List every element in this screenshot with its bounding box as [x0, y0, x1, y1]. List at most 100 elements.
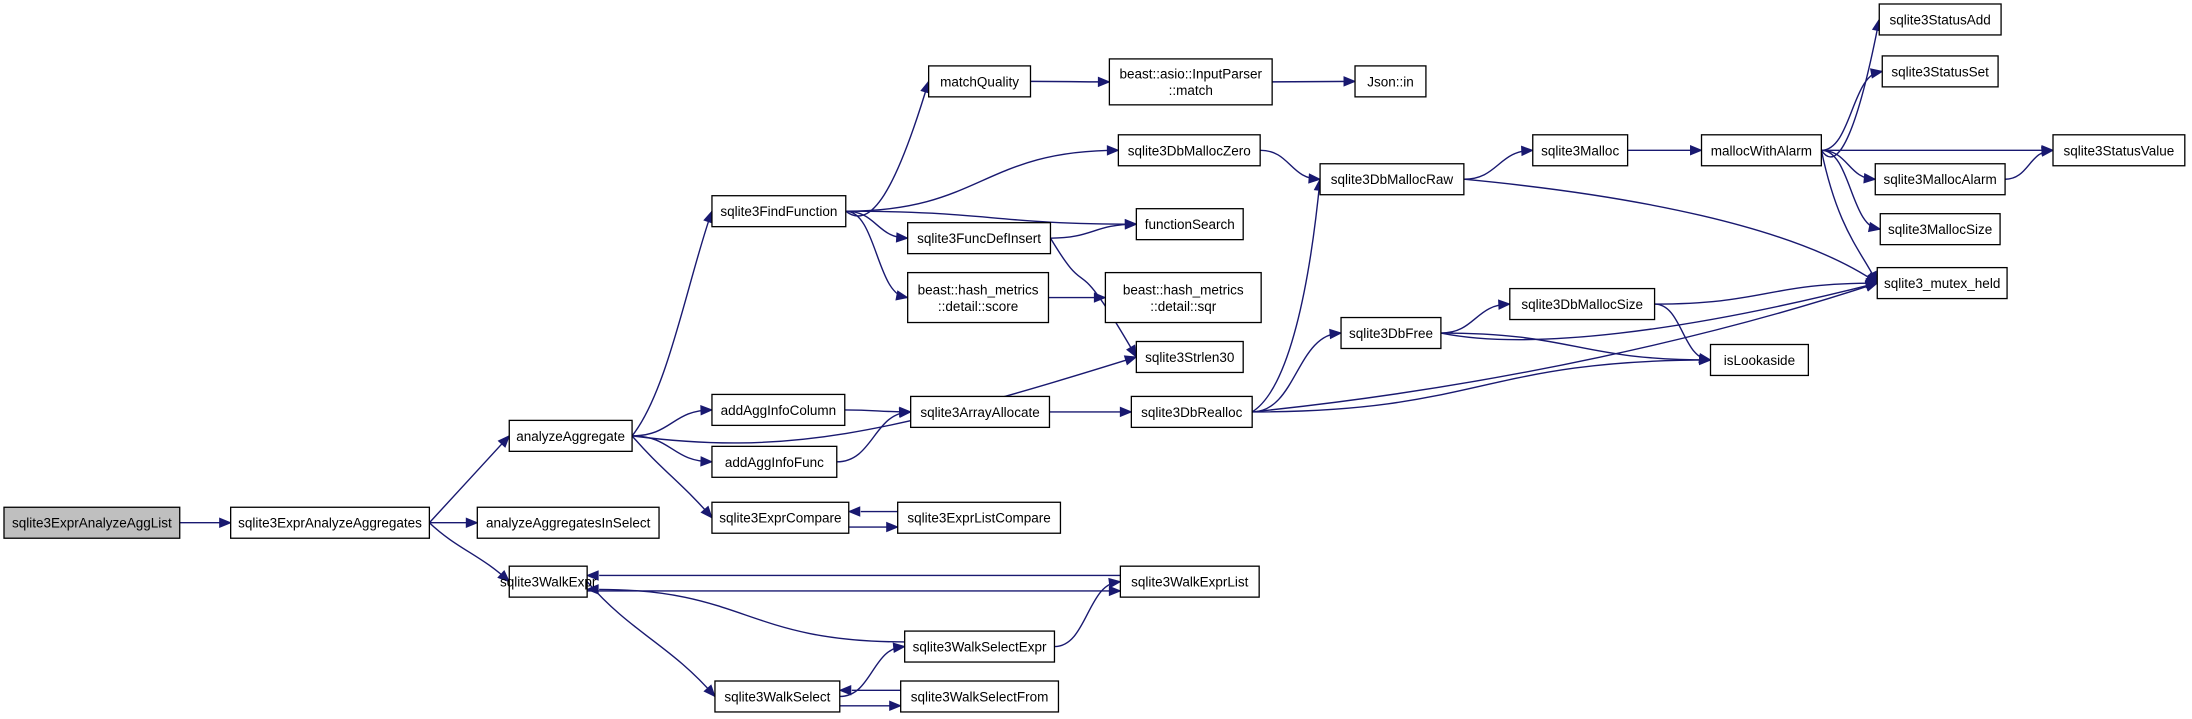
node-jsonIn[interactable]: Json::in: [1354, 65, 1427, 98]
edge-findFunction-to-matchQuality: [845, 80, 931, 217]
node-malloc[interactable]: sqlite3Malloc: [1532, 134, 1629, 167]
edge-matchQuality-to-inputParserMatch: [1030, 76, 1111, 88]
edge-mallocWithAlarm-to-mallocAlarm: [1821, 149, 1877, 184]
node-addAggInfoColumn[interactable]: addAggInfoColumn: [711, 393, 846, 427]
edge-arrayAllocate-to-dbRealloc: [1049, 406, 1133, 418]
node-dbMallocZero[interactable]: sqlite3DbMallocZero: [1117, 134, 1261, 167]
node-arrayAllocate[interactable]: sqlite3ArrayAllocate: [910, 395, 1051, 429]
node-label: sqlite3Malloc: [1541, 143, 1619, 158]
edge-aggregates-to-walkExpr: [428, 522, 511, 583]
node-statusSet[interactable]: sqlite3StatusSet: [1881, 55, 1999, 88]
node-box: [1881, 55, 1999, 88]
edge-funcDefInsert-to-functionSearch: [1050, 219, 1138, 239]
node-box: [1700, 134, 1822, 167]
node-mallocSize[interactable]: sqlite3MallocSize: [1879, 213, 2001, 246]
node-box: [711, 393, 846, 427]
node-label: ::detail::score: [938, 299, 1018, 314]
edge-dbMallocRaw-to-mutexHeld: [1463, 178, 1879, 284]
node-box: [711, 195, 847, 228]
node-dbRealloc[interactable]: sqlite3DbRealloc: [1130, 395, 1253, 429]
node-label: sqlite3Strlen30: [1145, 350, 1234, 365]
node-box: [1876, 266, 2008, 300]
node-label: sqlite3ExprAnalyzeAggregates: [238, 516, 422, 531]
node-aggregates[interactable]: sqlite3ExprAnalyzeAggregates: [230, 506, 431, 539]
node-findFunction[interactable]: sqlite3FindFunction: [711, 195, 847, 228]
node-analyzeAggregate[interactable]: analyzeAggregate: [508, 419, 633, 452]
node-funcDefInsert[interactable]: sqlite3FuncDefInsert: [907, 222, 1052, 255]
node-dbFree[interactable]: sqlite3DbFree: [1340, 316, 1442, 350]
node-mutexHeld[interactable]: sqlite3_mutex_held: [1876, 266, 2008, 300]
edge-aggregates-to-analyzeAggregatesInSelect: [429, 517, 479, 528]
node-dbMallocRaw[interactable]: sqlite3DbMallocRaw: [1319, 163, 1465, 196]
edge-hashScore-to-hashSqr: [1048, 292, 1107, 303]
edge-walkSelect-to-walkSelectExpr: [839, 642, 906, 698]
edge-mallocWithAlarm-to-statusSet: [1821, 68, 1884, 151]
node-label: sqlite3StatusAdd: [1890, 12, 1991, 27]
node-box: [907, 271, 1050, 324]
node-label: sqlite3ExprAnalyzeAggList: [12, 516, 172, 531]
node-label: addAggInfoFunc: [725, 455, 824, 470]
node-label: mallocWithAlarm: [1711, 143, 1812, 158]
node-label: analyzeAggregatesInSelect: [486, 516, 651, 531]
node-root[interactable]: sqlite3ExprAnalyzeAggList: [3, 506, 181, 539]
node-label: isLookaside: [1724, 353, 1795, 368]
node-label: sqlite3ExprListCompare: [907, 511, 1050, 526]
node-box: [711, 445, 838, 478]
node-statusAdd[interactable]: sqlite3StatusAdd: [1878, 3, 2002, 36]
node-walkExpr[interactable]: sqlite3WalkExpr: [500, 565, 597, 598]
node-exprCompare[interactable]: sqlite3ExprCompare: [711, 501, 850, 534]
node-mallocAlarm[interactable]: sqlite3MallocAlarm: [1874, 163, 2006, 196]
node-box: [1117, 134, 1261, 167]
node-hashSqr[interactable]: beast::hash_metrics::detail::sqr: [1104, 271, 1262, 324]
node-walkSelectExpr[interactable]: sqlite3WalkSelectExpr: [904, 630, 1056, 663]
node-label: sqlite3ArrayAllocate: [920, 405, 1039, 420]
node-walkExprList[interactable]: sqlite3WalkExprList: [1119, 565, 1260, 598]
node-analyzeAggregatesInSelect[interactable]: analyzeAggregatesInSelect: [476, 506, 660, 539]
node-box: [910, 395, 1051, 429]
node-box: [508, 419, 633, 452]
node-hashScore[interactable]: beast::hash_metrics::detail::score: [907, 271, 1050, 324]
edge-walkExpr-to-walkSelect: [586, 581, 716, 698]
node-walkSelect[interactable]: sqlite3WalkSelect: [714, 680, 841, 713]
node-label: sqlite3DbFree: [1349, 326, 1433, 341]
edge-analyzeAggregate-to-addAggInfoFunc: [632, 435, 714, 467]
node-label: ::detail::sqr: [1150, 299, 1217, 314]
node-box: [3, 506, 181, 539]
node-box: [1319, 163, 1465, 196]
node-box: [904, 630, 1056, 663]
node-statusValue[interactable]: sqlite3StatusValue: [2052, 134, 2186, 167]
node-label: analyzeAggregate: [516, 429, 625, 444]
node-strlen30[interactable]: sqlite3Strlen30: [1135, 340, 1244, 374]
edge-findFunction-to-funcDefInsert: [845, 210, 909, 243]
node-dbMallocSize[interactable]: sqlite3DbMallocSize: [1509, 287, 1656, 321]
node-exprListCompare[interactable]: sqlite3ExprListCompare: [897, 501, 1062, 534]
node-label: sqlite3WalkExpr: [500, 575, 597, 590]
node-box: [1340, 316, 1442, 350]
node-box: [476, 506, 660, 539]
node-label: Json::in: [1367, 74, 1414, 89]
node-box: [508, 565, 588, 598]
edge-analyzeAggregate-to-findFunction: [631, 209, 714, 437]
edge-walkExpr-to-walkExprList: [587, 585, 1122, 597]
edge-dbMallocSize-to-isLookaside: [1654, 303, 1712, 364]
node-label: ::match: [1169, 83, 1213, 98]
node-label: beast::hash_metrics: [1123, 282, 1244, 297]
edge-analyzeAggregate-to-addAggInfoColumn: [632, 405, 714, 437]
node-functionSearch[interactable]: functionSearch: [1135, 208, 1244, 241]
node-label: sqlite3WalkSelectFrom: [911, 689, 1049, 704]
node-box: [1709, 343, 1810, 377]
edge-dbMallocSize-to-mutexHeld: [1654, 277, 1879, 305]
node-box: [1509, 287, 1656, 321]
node-label: sqlite3ExprCompare: [719, 511, 841, 526]
edges-layer: [179, 18, 2055, 712]
node-mallocWithAlarm[interactable]: mallocWithAlarm: [1700, 134, 1822, 167]
node-box: [1104, 271, 1262, 324]
node-label: matchQuality: [940, 74, 1019, 89]
node-label: sqlite3WalkSelect: [724, 689, 830, 704]
node-matchQuality[interactable]: matchQuality: [927, 65, 1032, 98]
node-walkSelectFrom[interactable]: sqlite3WalkSelectFrom: [900, 680, 1060, 713]
node-inputParserMatch[interactable]: beast::asio::InputParser::match: [1108, 58, 1273, 106]
node-isLookaside[interactable]: isLookaside: [1709, 343, 1810, 377]
edge-mallocWithAlarm-to-statusAdd: [1820, 18, 1883, 158]
node-addAggInfoFunc[interactable]: addAggInfoFunc: [711, 445, 838, 478]
